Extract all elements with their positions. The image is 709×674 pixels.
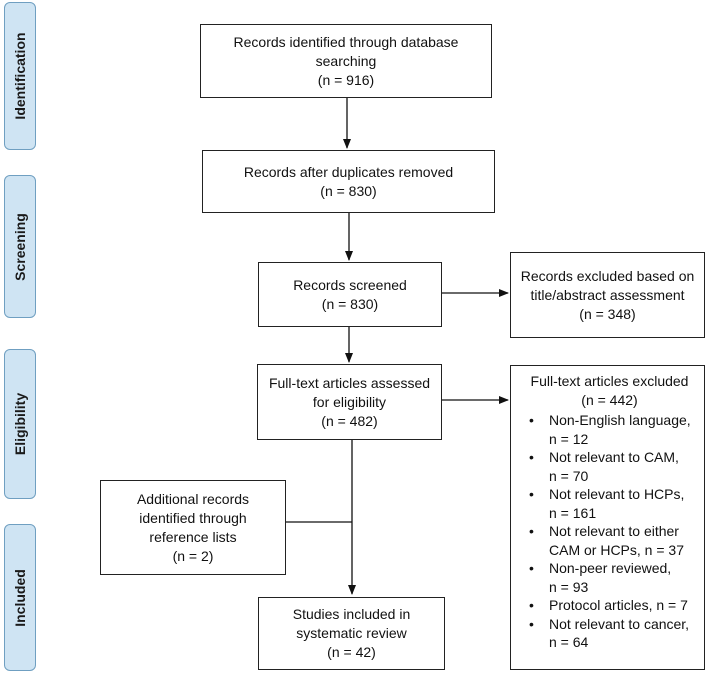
additional-records-line3: reference lists	[149, 528, 237, 545]
exclusion-reason-count: CAM or HCPs, n = 37	[549, 541, 684, 558]
exclusion-reason-count: n = 12	[549, 430, 589, 447]
additional-records-count: (n = 2)	[172, 547, 214, 564]
fulltext-excluded-box: Full-text articles excluded (n = 442) No…	[510, 365, 705, 670]
exclusion-reason-item: Non-peer reviewed, n = 93	[529, 559, 696, 596]
exclusion-reason-text: Non-English language,	[549, 412, 691, 428]
records-screened-count: (n = 830)	[321, 295, 379, 312]
studies-included-line2: systematic review	[296, 625, 407, 641]
additional-records-box: Additional records identified through re…	[100, 480, 286, 575]
fulltext-excluded-count: (n = 442)	[581, 391, 638, 408]
records-excluded-title-count: (n = 348)	[579, 305, 636, 322]
studies-included-box: Studies included in systematic review (n…	[258, 597, 445, 670]
exclusion-reason-count: n = 64	[549, 634, 589, 650]
phase-eligibility: Eligibility	[4, 349, 36, 499]
exclusion-reason-count: n = 161	[549, 504, 597, 521]
records-deduplicated-count: (n = 830)	[320, 182, 377, 199]
exclusion-reason-text: Protocol articles, n = 7	[549, 597, 688, 613]
exclusion-reason-item: Non-English language, n = 12	[529, 411, 696, 448]
records-screened-line1: Records screened	[293, 276, 407, 293]
phase-included: Included	[4, 524, 36, 671]
exclusion-reason-text: Not relevant to either	[549, 523, 679, 539]
exclusion-reason-text: Not relevant to HCPs,	[549, 486, 685, 502]
exclusion-reason-item: Not relevant to either CAM or HCPs, n = …	[529, 522, 696, 559]
fulltext-assessed-line2: for eligibility	[312, 393, 387, 410]
exclusion-reason-count: n = 70	[549, 467, 589, 484]
records-screened-box: Records screened (n = 830)	[258, 262, 442, 327]
records-identified-line1: Records identified through database	[233, 33, 459, 50]
exclusion-reason-item: Not relevant to CAM, n = 70	[529, 448, 696, 485]
records-identified-line2: searching	[315, 52, 377, 69]
records-identified-count: (n = 916)	[317, 71, 375, 88]
records-deduplicated-box: Records after duplicates removed (n = 83…	[202, 150, 495, 213]
fulltext-assessed-box: Full-text articles assessed for eligibil…	[257, 364, 442, 440]
records-excluded-title-box: Records excluded based on title/abstract…	[510, 252, 705, 338]
fulltext-assessed-count: (n = 482)	[321, 412, 378, 429]
records-deduplicated-line1: Records after duplicates removed	[243, 163, 454, 180]
exclusion-reason-item: Not relevant to cancer, n = 64	[529, 615, 696, 652]
exclusion-reasons-list: Non-English language, n = 12 Not relevan…	[523, 411, 696, 652]
fulltext-excluded-title: Full-text articles excluded	[530, 373, 689, 389]
fulltext-assessed-line1: Full-text articles assessed	[268, 374, 431, 391]
additional-records-line2: identified through	[139, 509, 247, 526]
records-identified-box: Records identified through database sear…	[200, 24, 492, 98]
records-excluded-title-line2: title/abstract assessment	[530, 286, 685, 303]
phase-identification: Identification	[4, 2, 36, 150]
studies-included-line1: Studies included in	[292, 606, 411, 622]
additional-records-line1: Additional records	[136, 490, 250, 507]
exclusion-reason-item: Protocol articles, n = 7	[529, 596, 696, 615]
exclusion-reason-count: n = 93	[549, 578, 589, 595]
exclusion-reason-text: Non-peer reviewed,	[549, 560, 672, 576]
records-excluded-title-line1: Records excluded based on	[520, 267, 695, 284]
exclusion-reason-item: Not relevant to HCPs, n = 161	[529, 485, 696, 522]
exclusion-reason-text: Not relevant to cancer,	[549, 615, 690, 632]
phase-screening: Screening	[4, 175, 36, 318]
studies-included-count: (n = 42)	[327, 644, 376, 660]
exclusion-reason-text: Not relevant to CAM,	[549, 449, 679, 465]
